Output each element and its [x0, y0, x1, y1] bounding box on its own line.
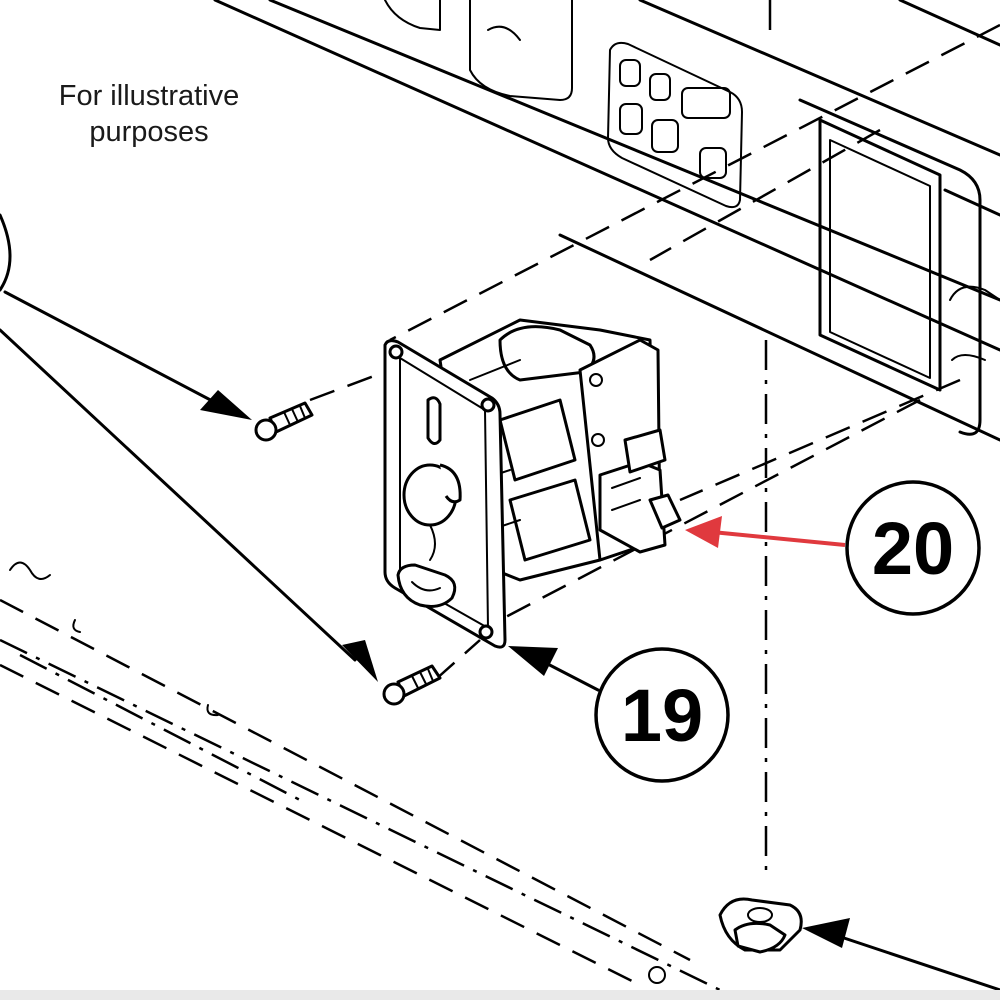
callout-20-leader: [711, 530, 846, 547]
callout-19-label: 19: [621, 674, 703, 757]
callout-19-arrowhead: [508, 646, 558, 676]
callout-19-leader: [538, 658, 600, 692]
callout-20-label: 20: [872, 507, 954, 590]
callout-20: 20: [685, 480, 981, 616]
screw-lower: [382, 664, 442, 706]
door-lock-assembly: [383, 318, 682, 649]
bottom-border: [0, 990, 1000, 1000]
leader-lines: [0, 213, 378, 682]
callout-19: 19: [508, 646, 730, 783]
callout-20-arrowhead: [685, 516, 722, 548]
small-fasteners: [9, 561, 219, 717]
callout-19-circle: [594, 647, 730, 783]
callout-20-circle: [845, 480, 981, 616]
control-panel: [213, 0, 1000, 442]
clip-part: [648, 897, 1000, 992]
illustrative-note: For illustrative purposes: [58, 80, 240, 148]
screw-upper: [254, 401, 314, 442]
